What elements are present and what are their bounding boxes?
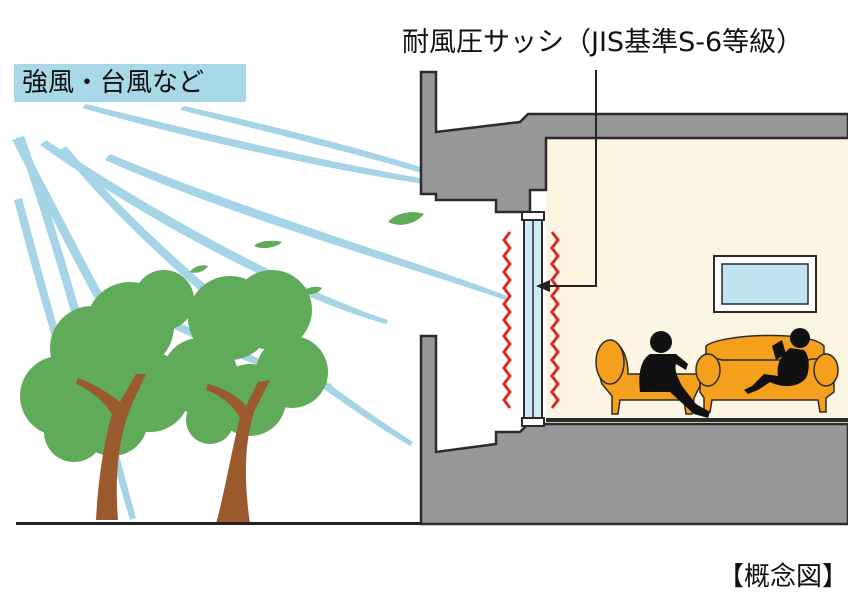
sofa-icon [695, 334, 839, 413]
sash-label: 耐風圧サッシ（JIS基準S-6等級） [402, 27, 804, 58]
lower-slab [419, 334, 848, 526]
book-icon [772, 340, 786, 360]
leaf-icon [190, 265, 208, 273]
tree-icon [20, 270, 194, 520]
wind-label-box [14, 64, 246, 102]
sash-leader [536, 70, 597, 292]
tree-icon [162, 270, 328, 524]
concept-caption: 【概念図】 [718, 562, 848, 592]
upper-slab [419, 70, 848, 214]
pressure-zigzag-outer [502, 231, 512, 409]
building-structure [419, 70, 848, 526]
wind-streak [82, 104, 472, 190]
person-icon [639, 331, 710, 418]
leaf-icon [388, 212, 424, 225]
person-icon [744, 328, 810, 394]
leader-arrow-icon [536, 280, 550, 292]
pressure-zigzag-inner [550, 231, 560, 409]
floor-line [546, 418, 848, 422]
sash-window [521, 211, 545, 427]
leaf-icon [304, 286, 322, 295]
leaf-icon [254, 240, 282, 249]
window-icon [713, 255, 817, 313]
wind-label: 強風・台風など [22, 68, 205, 98]
wind-streak [105, 154, 507, 300]
wind-streak [180, 106, 470, 188]
blown-leaves [190, 212, 424, 295]
wind-streak [12, 138, 169, 396]
wind-pressure-zigzags [502, 231, 560, 409]
